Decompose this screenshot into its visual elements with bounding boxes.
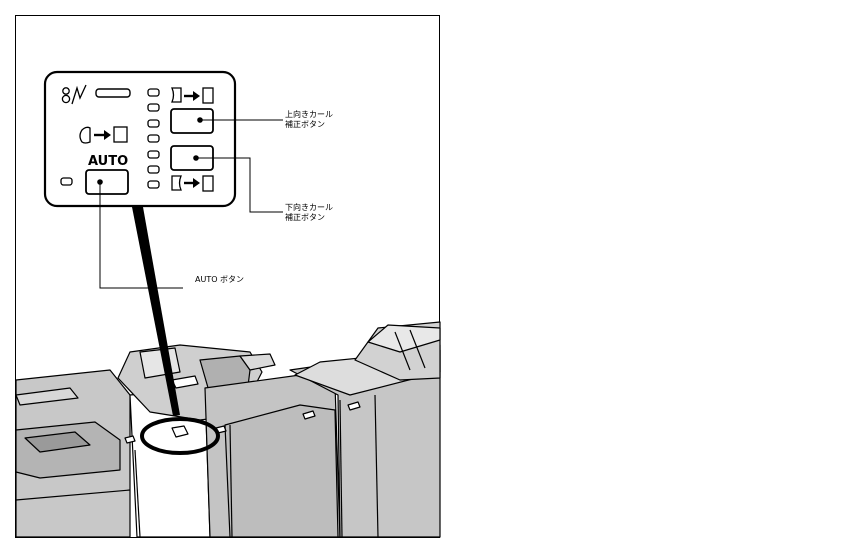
pointer-line bbox=[132, 207, 180, 416]
down-curl-callout: 下向きカール 補正ボタン bbox=[285, 203, 333, 223]
up-curl-button[interactable] bbox=[170, 108, 214, 134]
up-curl-callout-line1: 上向きカール bbox=[285, 110, 333, 119]
up-curl-icon bbox=[171, 87, 214, 104]
down-curl-icon bbox=[171, 175, 214, 192]
auto-mode-icon bbox=[79, 126, 128, 144]
up-curl-callout: 上向きカール 補正ボタン bbox=[285, 110, 333, 130]
auto-key-label: AUTO bbox=[88, 154, 128, 169]
auto-button[interactable] bbox=[85, 169, 129, 195]
down-curl-callout-line1: 下向きカール bbox=[285, 203, 333, 212]
up-curl-callout-line2: 補正ボタン bbox=[285, 120, 325, 129]
control-panel: AUTO bbox=[43, 70, 237, 208]
curl-symbol-icon bbox=[61, 84, 87, 105]
curl-level-lamps bbox=[147, 88, 160, 189]
callout-leaders bbox=[99, 119, 283, 289]
machine-illustration bbox=[15, 321, 441, 538]
panel-display bbox=[95, 88, 131, 98]
auto-indicator-lamp bbox=[60, 177, 73, 186]
auto-button-callout: AUTO ボタン bbox=[195, 275, 245, 284]
down-curl-callout-line2: 補正ボタン bbox=[285, 213, 325, 222]
highlight-ring bbox=[140, 417, 220, 455]
